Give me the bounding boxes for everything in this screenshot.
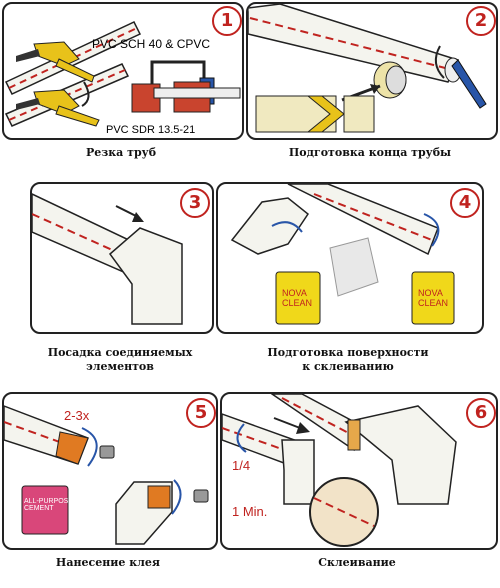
rotation-arrow-icon bbox=[81, 427, 98, 467]
quarter-turn-label: 1/4 bbox=[232, 458, 251, 473]
cement-application-illustration bbox=[4, 405, 209, 545]
step-3-caption: Посадка соединяемых элементов bbox=[47, 346, 193, 373]
step-number-badge: 4 bbox=[450, 188, 480, 218]
pipe-cutter-icon bbox=[16, 41, 95, 83]
step-1-panel: PVC SCH 40 & CPVC PVC SDR 13.5-21 1 bbox=[2, 2, 244, 140]
vise-icon bbox=[131, 81, 241, 113]
step-5-caption: Нанесение клея bbox=[55, 556, 161, 569]
cleaner-can-icon bbox=[275, 271, 321, 325]
pipe-spec-label-top: PVC SCH 40 & CPVC bbox=[92, 37, 211, 51]
cloth-icon bbox=[329, 237, 379, 297]
rotation-arrow-icon bbox=[434, 45, 445, 79]
pipe-cutting-illustration bbox=[4, 21, 241, 127]
step-4-caption: Подготовка поверхности к склеиванию bbox=[267, 346, 429, 373]
magnifier-icon bbox=[309, 477, 379, 547]
step-number-badge: 2 bbox=[466, 6, 496, 36]
elbow-fitting-icon bbox=[344, 405, 457, 505]
step-6-caption: Склеивание bbox=[318, 556, 396, 569]
repeat-count-label: 2-3x bbox=[64, 408, 90, 423]
fitting-insertion-illustration bbox=[32, 193, 183, 325]
step-5-panel: 2-3x ALL-PURPOSE CEMENT 5 bbox=[2, 392, 218, 550]
elbow-fitting-icon bbox=[230, 197, 310, 255]
step-1-caption: Резка труб bbox=[85, 146, 157, 159]
pipe-spec-label-bottom: PVC SDR 13.5-21 bbox=[106, 124, 196, 136]
cleaner-can-label: NOVA CLEAN bbox=[418, 288, 449, 308]
elbow-fitting-icon bbox=[108, 227, 183, 325]
brush-icon bbox=[99, 445, 115, 459]
cement-can-icon bbox=[21, 485, 69, 535]
cement-can-label: ALL-PURPOSE CEMENT bbox=[24, 498, 74, 512]
push-arrow-icon bbox=[273, 417, 301, 429]
step-number-badge: 6 bbox=[466, 398, 496, 428]
step-number-badge: 1 bbox=[212, 6, 242, 36]
chamfer-tool-icon bbox=[373, 61, 407, 99]
surface-preparation-illustration bbox=[230, 184, 455, 325]
step-3-panel: 3 bbox=[30, 182, 214, 334]
step-number-badge: 3 bbox=[180, 188, 210, 218]
step-number-badge: 5 bbox=[186, 398, 216, 428]
joining-illustration bbox=[222, 394, 457, 547]
cleaner-can-icon bbox=[411, 271, 455, 325]
rotation-arrow-icon bbox=[423, 213, 440, 247]
step-2-caption: Подготовка конца трубы bbox=[288, 146, 452, 159]
step-6-panel: 1/4 1 Min. 6 bbox=[220, 392, 498, 550]
hold-time-label: 1 Min. bbox=[232, 504, 268, 519]
cleaner-can-label: NOVA CLEAN bbox=[282, 288, 313, 308]
elbow-fitting-icon bbox=[115, 481, 173, 545]
rotation-arrow-icon bbox=[236, 423, 247, 453]
pipe-icon bbox=[4, 405, 89, 465]
rotation-arrow-icon bbox=[171, 479, 182, 515]
deburr-tool-icon bbox=[451, 59, 487, 109]
rotation-arrow-icon bbox=[81, 81, 90, 107]
step-4-panel: NOVA CLEAN NOVA CLEAN 4 bbox=[216, 182, 484, 334]
pipe-cutter-icon bbox=[16, 89, 100, 127]
push-arrow-icon bbox=[115, 205, 137, 217]
pipe-icon bbox=[248, 4, 462, 83]
step-2-panel: 2 bbox=[246, 2, 498, 140]
pipe-icon bbox=[255, 95, 375, 133]
rotation-arrow-icon bbox=[271, 221, 303, 233]
elbow-fitting-icon bbox=[281, 439, 315, 505]
pipe-end-preparation-illustration bbox=[248, 4, 487, 133]
brush-icon bbox=[193, 489, 209, 503]
